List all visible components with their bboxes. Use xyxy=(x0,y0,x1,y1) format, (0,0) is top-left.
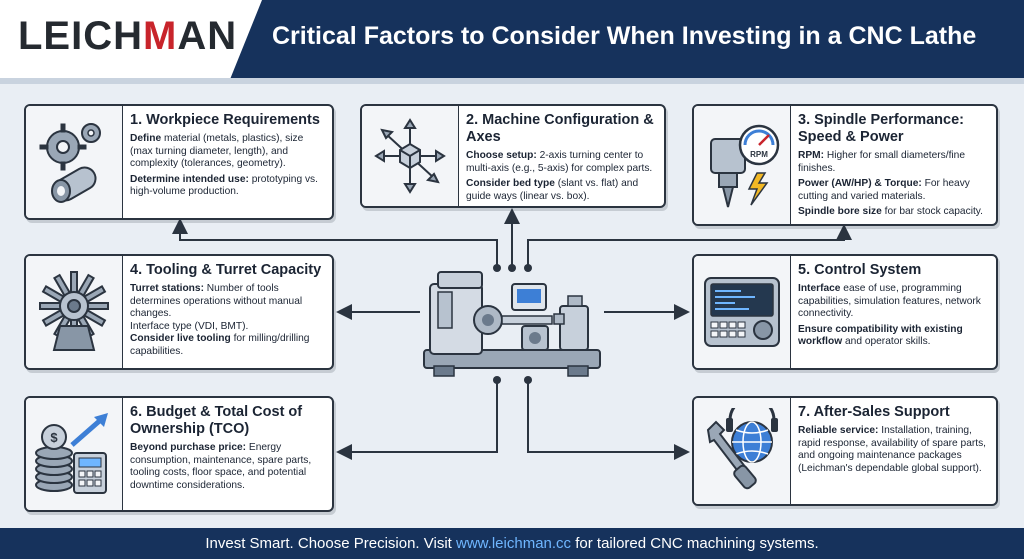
brand-logo[interactable]: LEICHMAN xyxy=(18,14,237,59)
footer-bar: Invest Smart. Choose Precision. Visit ww… xyxy=(0,528,1024,559)
gears-icon xyxy=(39,123,101,203)
factor-title: 4. Tooling & Turret Capacity xyxy=(130,262,322,278)
factor-paragraph: Reliable service: Installation, training… xyxy=(798,425,988,475)
factor-paragraph: Consider bed type (slant vs. flat) and g… xyxy=(466,178,656,203)
paragraph-lead: Turret stations: xyxy=(130,283,204,294)
factor-paragraph: Turret stations: Number of tools determi… xyxy=(130,283,324,321)
header-stripe xyxy=(0,78,1024,84)
paragraph-lead: Determine intended use: xyxy=(130,173,249,185)
spindle-gauge-icon: RPM xyxy=(710,124,780,208)
paragraph-lead: Consider live tooling xyxy=(130,333,231,344)
factor-title: 5. Control System xyxy=(798,262,922,278)
factor-icon-area: RPM xyxy=(694,106,791,224)
website-link[interactable]: www.leichman.cc xyxy=(456,535,572,552)
wrench-globe-icon xyxy=(706,408,778,490)
logo-text-part3: AN xyxy=(177,14,238,58)
paragraph-lead: Spindle bore size xyxy=(798,206,882,217)
paragraph-text: Installation, training, rapid response, … xyxy=(798,425,987,474)
factor-card-configuration: 2. Machine Configuration & Axes Choose s… xyxy=(360,104,666,208)
factor-icon-area xyxy=(694,398,791,504)
paragraph-text: Number of tools determines operations wi… xyxy=(130,283,303,319)
connector-7 xyxy=(527,380,690,460)
logo-text-accent: M xyxy=(143,14,178,58)
paragraph-lead: Consider bed type xyxy=(466,178,555,189)
paragraph-text: Interface type (VDI, BMT). xyxy=(130,320,249,332)
paragraph-text: For heavy cutting and varied materials. xyxy=(798,178,970,202)
factor-paragraph: Determine intended use: prototyping vs. … xyxy=(130,174,324,199)
factor-paragraph: Power (AW/HP) & Torque: For heavy cuttin… xyxy=(798,178,988,203)
paragraph-lead: Define xyxy=(130,133,162,144)
factor-icon-area xyxy=(694,256,791,368)
factor-paragraph: Ensure compatibility with existing workf… xyxy=(798,324,988,349)
factor-text: 4. Tooling & Turret Capacity Turret stat… xyxy=(130,262,324,364)
axes-cube-icon xyxy=(374,118,446,194)
factor-title: 7. After-Sales Support xyxy=(798,404,950,420)
factor-text: 6. Budget & Total Cost of Ownership (TCO… xyxy=(130,404,324,506)
paragraph-text: for milling/drilling capabilities. xyxy=(130,333,310,357)
factor-title: 1. Workpiece Requirements xyxy=(130,112,320,128)
factor-icon-area xyxy=(26,106,123,218)
factor-paragraph: Interface ease of use, programming capab… xyxy=(798,283,988,321)
paragraph-text: ease of use, programming capabilities, s… xyxy=(798,283,981,319)
factor-paragraph: Choose setup: 2-axis turning center to m… xyxy=(466,150,656,175)
factor-icon-area: $ xyxy=(26,398,123,510)
factor-text: 1. Workpiece Requirements Define materia… xyxy=(130,112,324,214)
paragraph-text: Higher for small diameters/fine finishes… xyxy=(798,150,966,174)
factor-card-control: 5. Control System Interface ease of use,… xyxy=(692,254,998,370)
factor-card-budget: $ 6. Budget & Total Cost of Ownership (T… xyxy=(24,396,334,512)
factor-paragraph: Beyond purchase price: Energy consumptio… xyxy=(130,442,324,492)
factor-text: 3. Spindle Performance: Speed & Power RP… xyxy=(798,112,988,220)
connector-6 xyxy=(336,380,498,460)
factor-text: 5. Control System Interface ease of use,… xyxy=(798,262,988,364)
factor-card-support: 7. After-Sales Support Reliable service:… xyxy=(692,396,998,506)
paragraph-text: Energy consumption, maintenance, spare p… xyxy=(130,442,312,491)
coins-calculator-icon: $ xyxy=(35,413,108,494)
paragraph-lead: Reliable service: xyxy=(798,425,879,436)
factor-card-tooling: 4. Tooling & Turret Capacity Turret stat… xyxy=(24,254,334,370)
svg-text:$: $ xyxy=(50,430,58,445)
factor-card-workpiece: 1. Workpiece Requirements Define materia… xyxy=(24,104,334,220)
gauge-label: RPM xyxy=(750,150,768,159)
factor-paragraph: Interface type (VDI, BMT). xyxy=(130,321,324,334)
factor-title: 6. Budget & Total Cost of Ownership (TCO… xyxy=(130,404,303,437)
paragraph-text: prototyping vs. high-volume production. xyxy=(130,173,318,198)
paragraph-text: (slant vs. flat) and guide ways (linear … xyxy=(466,178,639,202)
page-title: Critical Factors to Consider When Invest… xyxy=(272,22,977,50)
turret-icon xyxy=(39,271,109,351)
header-bar: LEICHMAN Critical Factors to Consider Wh… xyxy=(0,0,1024,78)
paragraph-text: material (metals, plastics), size (max t… xyxy=(130,133,304,169)
footer-text-after: for tailored CNC machining systems. xyxy=(571,535,819,552)
paragraph-text: 2-axis turning center to multi-axis (e.g… xyxy=(466,150,653,174)
footer-text-before: Invest Smart. Choose Precision. Visit xyxy=(205,535,457,552)
paragraph-lead: Interface xyxy=(798,283,841,294)
factor-title: 3. Spindle Performance: Speed & Power xyxy=(798,112,964,145)
factor-paragraph: Define material (metals, plastics), size… xyxy=(130,133,324,171)
paragraph-lead: Power (AW/HP) & Torque: xyxy=(798,178,922,189)
cnc-lathe-icon xyxy=(423,271,601,377)
paragraph-text: for bar stock capacity. xyxy=(881,206,983,217)
paragraph-lead: Choose setup: xyxy=(466,150,537,161)
logo-panel: LEICHMAN xyxy=(0,0,262,78)
paragraph-lead: Ensure compatibility with existing workf… xyxy=(798,323,963,348)
factor-icon-area xyxy=(26,256,123,368)
control-panel-icon xyxy=(704,277,780,347)
paragraph-text: and operator skills. xyxy=(842,336,931,347)
factor-text: 7. After-Sales Support Reliable service:… xyxy=(798,404,988,500)
factor-paragraph: RPM: Higher for small diameters/fine fin… xyxy=(798,150,988,175)
factor-paragraph: Consider live tooling for milling/drilli… xyxy=(130,333,324,358)
factor-text: 2. Machine Configuration & Axes Choose s… xyxy=(466,112,656,202)
factor-icon-area xyxy=(362,106,459,206)
paragraph-lead: Beyond purchase price: xyxy=(130,442,247,453)
paragraph-lead: RPM: xyxy=(798,150,825,161)
logo-text-part1: LEICH xyxy=(18,14,143,58)
factor-card-spindle: RPM 3. Spindle Performance: Speed & Powe… xyxy=(692,104,998,226)
factor-title: 2. Machine Configuration & Axes xyxy=(466,112,654,145)
factor-paragraph: Spindle bore size for bar stock capacity… xyxy=(798,206,988,219)
